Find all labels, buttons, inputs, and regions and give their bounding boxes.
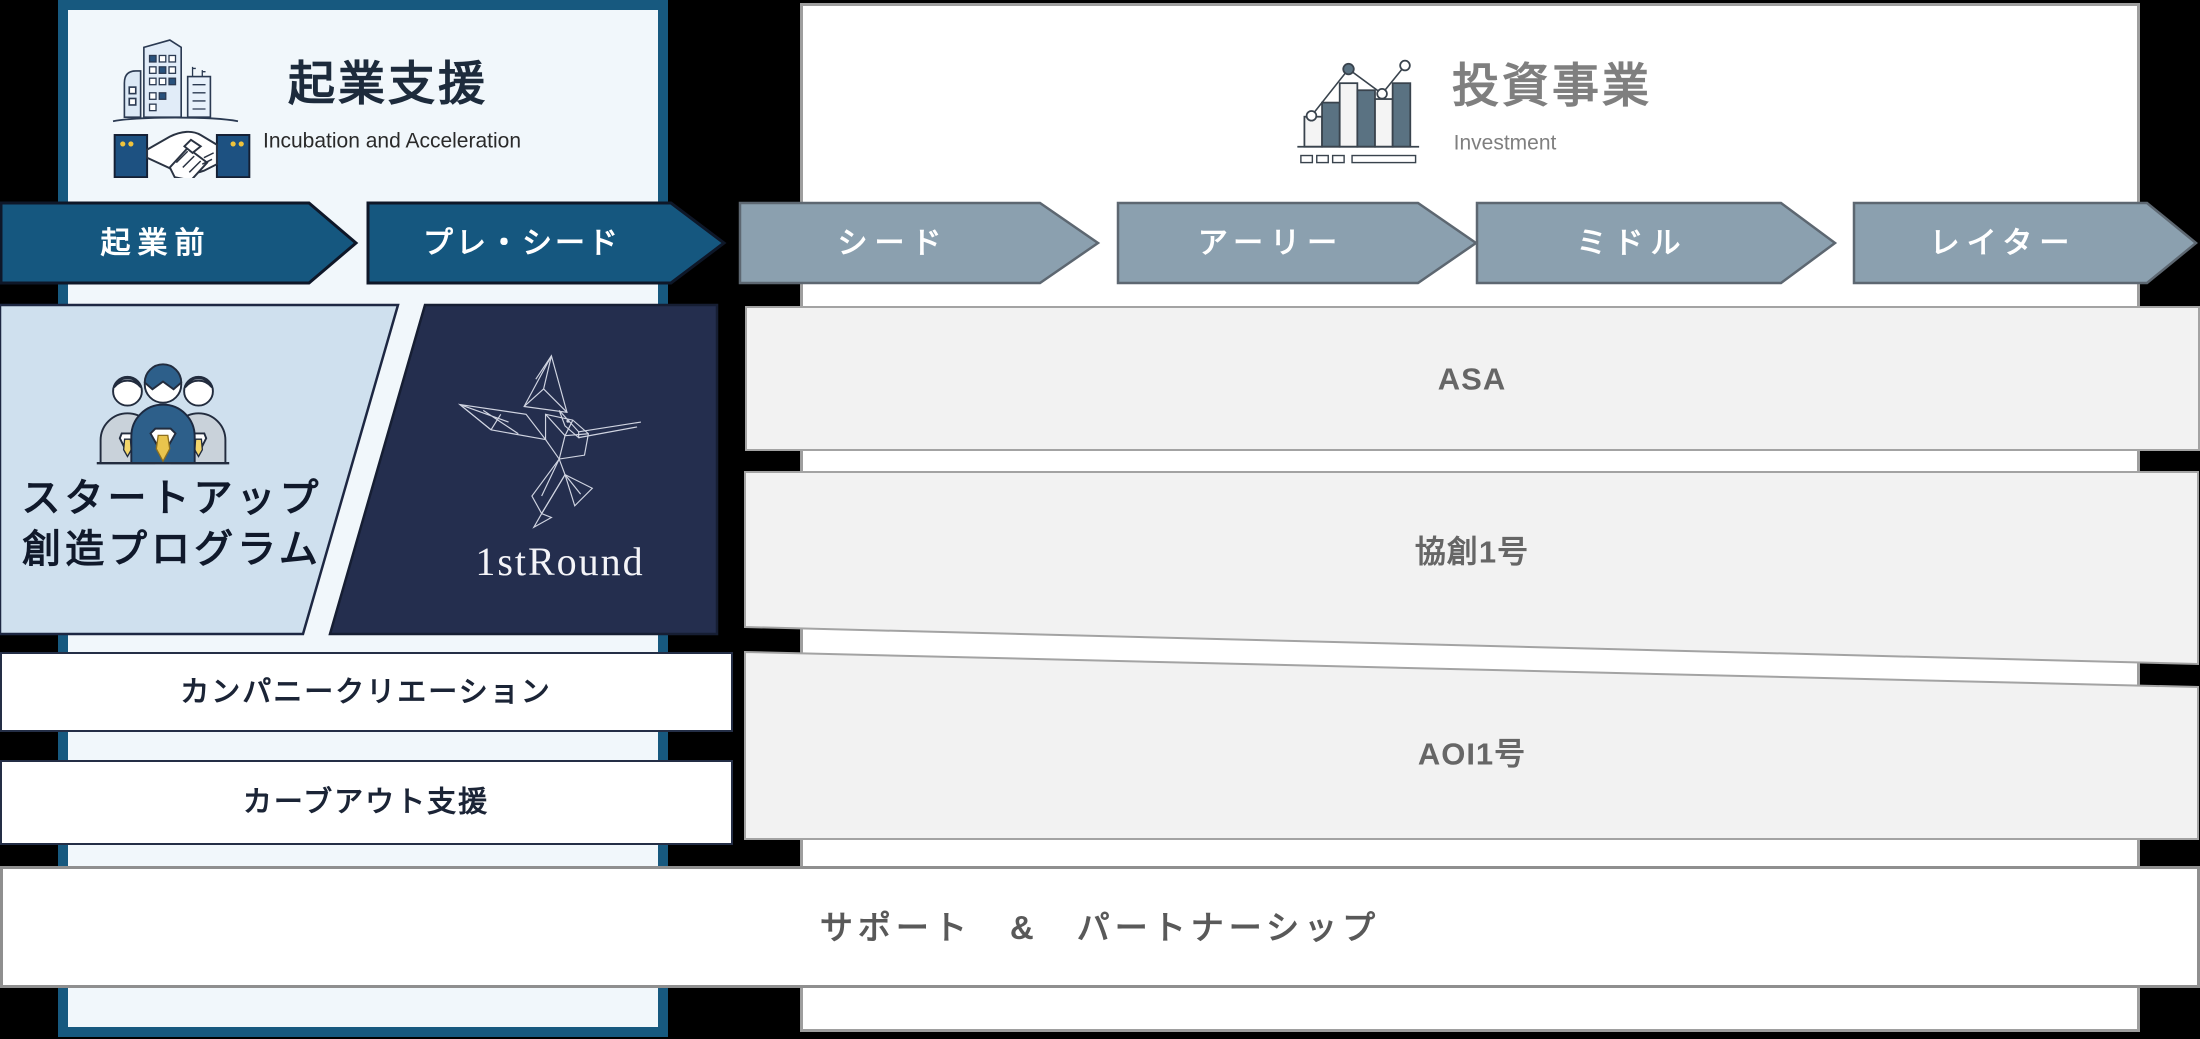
- stage-arrow-pre-founding: [0, 201, 359, 285]
- program-label-carveout: カーブアウト支援: [242, 786, 490, 819]
- support-partnership-label: サポート & パートナーシップ: [819, 909, 1381, 947]
- stage-label-pre-seed: プレ・シード: [423, 227, 621, 260]
- first-round-wordmark: 1stRound: [475, 539, 645, 584]
- stage-arrow-seed: [738, 201, 1101, 285]
- stage-label-early: アーリー: [1197, 227, 1345, 260]
- kyoso-fund-bar: [744, 471, 2199, 666]
- stage-label-later: レイター: [1929, 227, 2077, 260]
- stage-arrow-pre-seed: [366, 201, 727, 285]
- fund-label-asa: ASA: [1437, 361, 1507, 397]
- stage-arrow-later: [1852, 201, 2198, 285]
- program-label-company-creation: カンパニークリエーション: [180, 676, 552, 709]
- stage-label-seed: シード: [837, 227, 949, 260]
- first-round-box: [328, 303, 719, 636]
- stage-arrow-early: [1116, 201, 1479, 285]
- support-partnership-bar: [0, 866, 2200, 988]
- startup-program-line2: 創造プログラム: [22, 529, 322, 572]
- asa-fund-bar: [745, 306, 2200, 451]
- bar-chart-icon: [1285, 38, 1435, 181]
- startup-program-box: [0, 303, 400, 636]
- carveout-support-bar: [0, 760, 733, 845]
- investment-subtitle: Investment: [1453, 131, 1557, 155]
- fund-label-kyoso: 協創1号: [1414, 534, 1530, 570]
- company-creation-bar: [0, 652, 733, 732]
- stage-label-pre-founding: 起業前: [100, 227, 212, 260]
- fund-label-aoi: AOI1号: [1417, 736, 1527, 772]
- stage-arrow-middle: [1475, 201, 1838, 285]
- three-people-icon: [88, 348, 238, 473]
- incubation-title: 起業支援: [288, 56, 488, 110]
- hummingbird-logo: [450, 350, 645, 540]
- investment-title: 投資事業: [1452, 58, 1652, 112]
- incubation-subtitle: Incubation and Acceleration: [262, 129, 522, 153]
- building-handshake-icon: [98, 36, 266, 183]
- startup-program-label: スタートアップ 創造プログラム: [21, 474, 322, 577]
- stage-label-middle: ミドル: [1576, 227, 1688, 260]
- aoi-fund-bar: [744, 650, 2199, 840]
- startup-program-line1: スタートアップ: [21, 477, 323, 521]
